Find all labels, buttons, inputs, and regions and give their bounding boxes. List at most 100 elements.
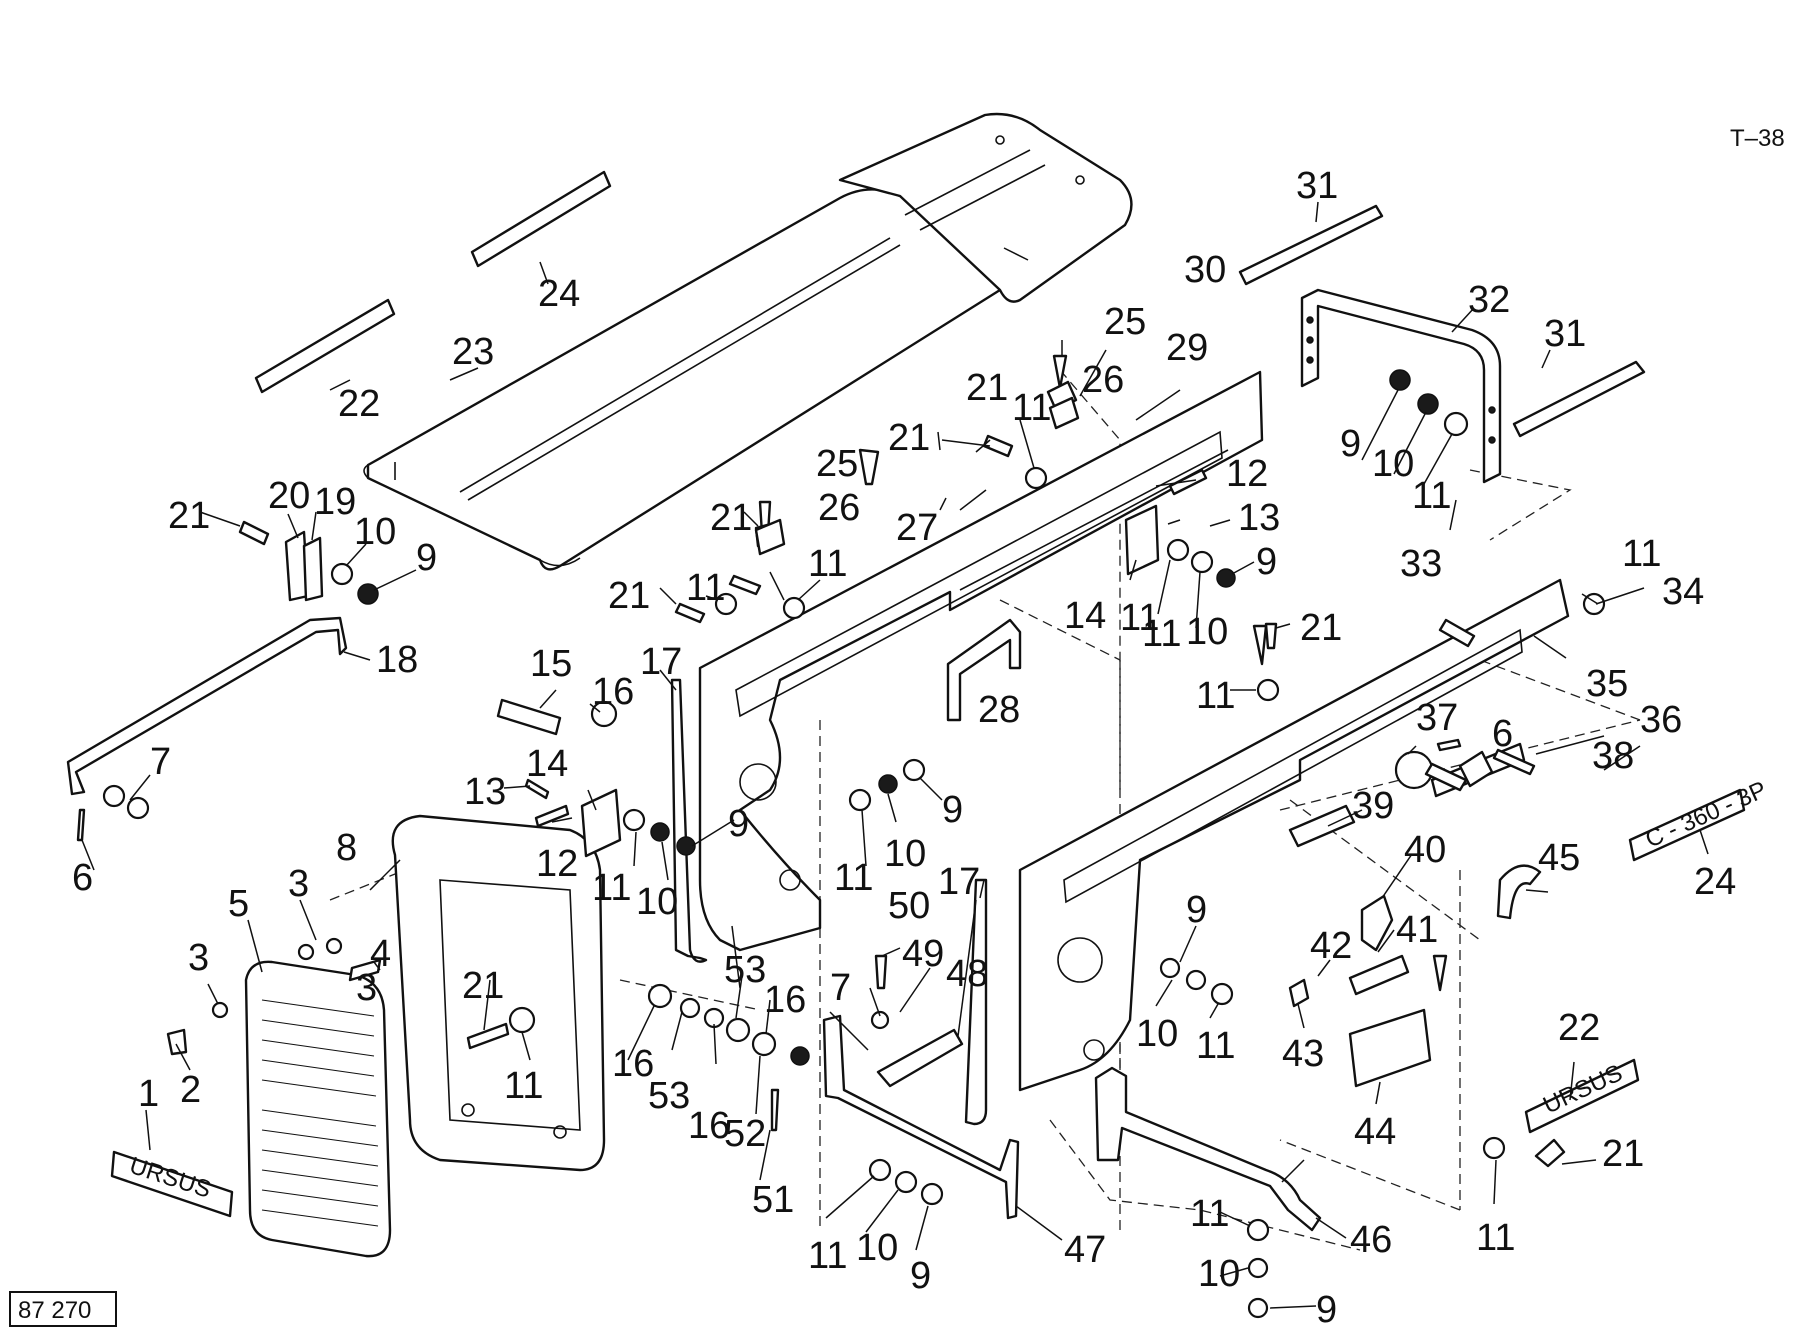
bracket-32 xyxy=(1300,288,1502,484)
callout-4: 4 xyxy=(370,933,391,975)
left-side-panel xyxy=(698,370,1264,952)
callout-11: 11 xyxy=(592,867,631,909)
callout-34: 34 xyxy=(1662,571,1704,613)
callout-11: 11 xyxy=(1142,613,1181,655)
callout-14: 14 xyxy=(526,743,568,785)
callout-10: 10 xyxy=(1136,1013,1178,1055)
callout-19: 19 xyxy=(314,481,356,523)
callout-21: 21 xyxy=(710,497,752,539)
callout-37: 37 xyxy=(1416,697,1458,739)
callout-9: 9 xyxy=(728,803,749,845)
callout-33: 33 xyxy=(1400,543,1442,585)
seal-strips xyxy=(670,678,988,1126)
callout-18: 18 xyxy=(376,639,418,681)
callout-31: 31 xyxy=(1296,165,1338,207)
callout-15: 15 xyxy=(530,643,572,685)
callout-52: 52 xyxy=(724,1113,766,1155)
callout-17: 17 xyxy=(640,641,682,683)
callout-10: 10 xyxy=(884,833,926,875)
callout-31: 31 xyxy=(1544,313,1586,355)
callout-11: 11 xyxy=(1476,1217,1515,1259)
callout-50: 50 xyxy=(888,885,930,927)
right-side-panel xyxy=(1018,578,1570,1092)
callout-13: 13 xyxy=(464,771,506,813)
callout-3: 3 xyxy=(188,937,209,979)
callout-3: 3 xyxy=(356,967,377,1009)
drawing-number-box xyxy=(9,1291,117,1327)
ursus-badge-right: URSUS xyxy=(1524,1058,1640,1134)
ursus-badge-small: URSUS xyxy=(110,1150,234,1218)
callout-11: 11 xyxy=(686,567,725,609)
callout-7: 7 xyxy=(830,967,851,1009)
callout-21: 21 xyxy=(966,367,1008,409)
callout-12: 12 xyxy=(1226,453,1268,495)
callout-38: 38 xyxy=(1592,735,1634,777)
callout-16: 16 xyxy=(592,671,634,713)
callout-9: 9 xyxy=(1316,1289,1337,1331)
callout-25: 25 xyxy=(816,443,858,485)
callout-44: 44 xyxy=(1354,1111,1396,1153)
callout-9: 9 xyxy=(942,789,963,831)
callout-51: 51 xyxy=(752,1179,794,1221)
callout-11: 11 xyxy=(834,857,873,899)
callout-21: 21 xyxy=(1300,607,1342,649)
callout-26: 26 xyxy=(818,487,860,529)
callout-22: 22 xyxy=(338,383,380,425)
callout-43: 43 xyxy=(1282,1033,1324,1075)
callout-9: 9 xyxy=(910,1255,931,1297)
callout-16: 16 xyxy=(612,1043,654,1085)
callout-25: 25 xyxy=(1104,301,1146,343)
callout-11: 11 xyxy=(1412,475,1451,517)
callout-11: 11 xyxy=(1196,1025,1235,1067)
callout-30: 30 xyxy=(1184,249,1226,291)
callout-40: 40 xyxy=(1404,829,1446,871)
callout-11: 11 xyxy=(1190,1193,1229,1235)
callout-10: 10 xyxy=(1372,443,1414,485)
callout-10: 10 xyxy=(856,1227,898,1269)
sheet-code: T–38 xyxy=(1730,125,1785,152)
callout-12: 12 xyxy=(536,843,578,885)
callout-28: 28 xyxy=(978,689,1020,731)
callout-5: 5 xyxy=(228,883,249,925)
lamp-housing xyxy=(391,814,606,1172)
callout-7: 7 xyxy=(150,741,171,783)
callout-16: 16 xyxy=(688,1105,730,1147)
ursus-badge-right-text: URSUS xyxy=(1539,1059,1627,1119)
callout-14: 14 xyxy=(1064,595,1106,637)
callout-10: 10 xyxy=(354,511,396,553)
callout-11: 11 xyxy=(1120,597,1159,639)
frame-47 xyxy=(822,1014,1020,1220)
callout-39: 39 xyxy=(1352,785,1394,827)
callout-26: 26 xyxy=(1082,359,1124,401)
front-hood-cover xyxy=(838,112,1133,303)
callout-11: 11 xyxy=(808,543,847,585)
callout-16: 16 xyxy=(764,979,806,1021)
callout-41: 41 xyxy=(1396,909,1438,951)
callout-27: 27 xyxy=(896,507,938,549)
callout-10: 10 xyxy=(1198,1253,1240,1295)
frame-46 xyxy=(1094,1066,1322,1232)
callout-48: 48 xyxy=(946,953,988,995)
callout-21: 21 xyxy=(168,495,210,537)
callout-47: 47 xyxy=(1064,1229,1106,1271)
rubber-strips xyxy=(1238,204,1646,438)
callout-2: 2 xyxy=(180,1069,201,1111)
callout-49: 49 xyxy=(902,933,944,975)
handle-28 xyxy=(946,618,1022,722)
drawing-number: 87 270 xyxy=(18,1297,91,1324)
decal-strips xyxy=(254,170,612,394)
callout-21: 21 xyxy=(888,417,930,459)
callout-13: 13 xyxy=(1238,497,1280,539)
callout-9: 9 xyxy=(1186,889,1207,931)
callout-32: 32 xyxy=(1468,279,1510,321)
callout-29: 29 xyxy=(1166,327,1208,369)
callout-11: 11 xyxy=(808,1235,847,1277)
callout-6: 6 xyxy=(72,857,93,899)
callout-21: 21 xyxy=(462,965,504,1007)
model-badge-text: C - 360 - 3P xyxy=(1641,776,1770,853)
callout-21: 21 xyxy=(1602,1133,1644,1175)
callout-42: 42 xyxy=(1310,925,1352,967)
callout-53: 53 xyxy=(648,1075,690,1117)
part-callouts: 1 2 3 3 3 4 5 6 6 7 7 8 9 9 9 9 9 9 9 9 … xyxy=(72,165,1736,1331)
